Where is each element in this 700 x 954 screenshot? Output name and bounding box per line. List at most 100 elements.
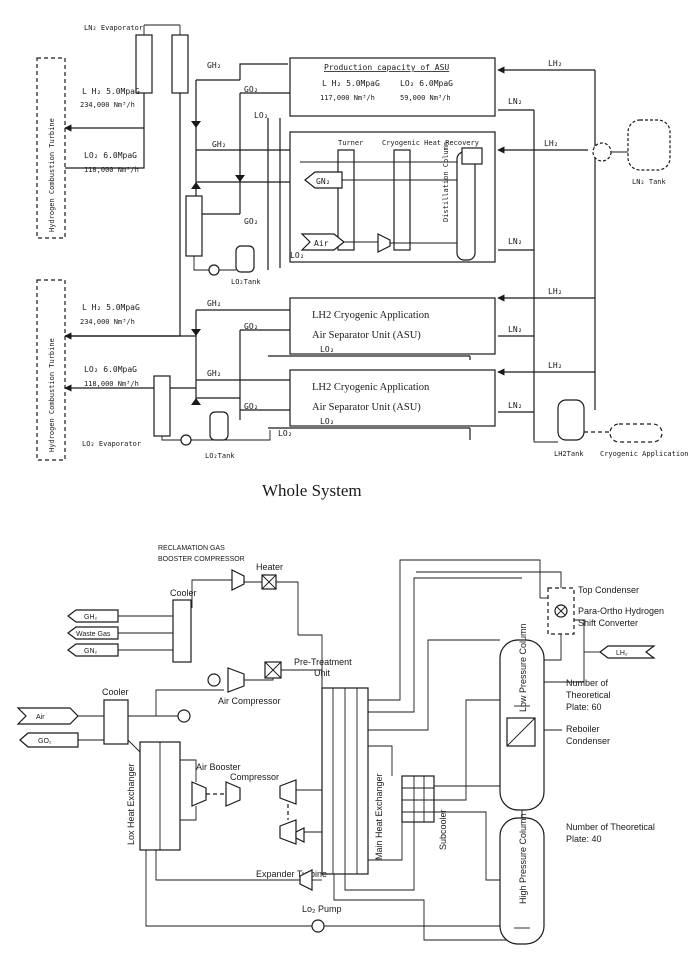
ln2-evaporator-1 [135, 34, 153, 94]
lp-plates-2: Theoretical [566, 690, 611, 700]
gh2-label-2: GH₂ [212, 140, 226, 149]
separator-1 [177, 709, 191, 723]
lo2-tank-label: LO₂Tank [231, 278, 261, 286]
subcooler-label: Subcooler [438, 809, 448, 850]
turbine-1-box [36, 57, 66, 239]
lo2-label-1: LO₂ [254, 111, 268, 120]
top-condenser-label: Top Condenser [578, 585, 639, 595]
para-ortho-label-2: Shift Converter [578, 618, 638, 628]
ln2-evaporator-2 [171, 34, 189, 94]
gn2-out-label: GN₂ [84, 648, 98, 655]
air-label-top: Air [314, 239, 329, 248]
reboiler-label-1: Reboiler [566, 724, 600, 734]
lh2-in-arrow [599, 645, 656, 659]
reclamation-label-2: BOOSTER COMPRESSOR [158, 556, 245, 563]
lo2-1-flow: 118,000 Nm³/h [84, 166, 139, 174]
main-heat-exchanger-label: Main Heat Exchanger [374, 773, 384, 860]
hp-plates-1: Number of Theoretical [566, 822, 655, 832]
expander-turbine [295, 827, 305, 843]
asu-3-line1: LH2 Cryogenic Application [312, 382, 430, 393]
asu-2-line1: LH2 Cryogenic Application [312, 310, 430, 321]
subcooler [401, 775, 435, 823]
cryogenic-application-box [609, 423, 663, 443]
asu-2-box [289, 297, 496, 355]
lh2-label-1: LH₂ [548, 59, 562, 68]
asu-3-box [289, 369, 496, 427]
air-booster-2 [225, 781, 241, 807]
asu-lo2-flow: 59,000 Nm³/h [400, 94, 451, 102]
para-ortho-label-1: Para-Ortho Hydrogen [578, 606, 664, 616]
ln2-tank-label: LN₂ Tank [632, 178, 667, 186]
ln2-pump [592, 142, 612, 162]
ln2-evaporator-label: LN₂ Evaporator [84, 24, 143, 32]
lp-plates-3: Plate: 60 [566, 702, 602, 712]
compressor-label: Compressor [230, 772, 279, 782]
gh2-label-3: GH₂ [207, 299, 221, 308]
expander-turbine-label: Expander Turbine [256, 869, 327, 879]
turbine-1-label: Hydrogen Combustion Turbine [48, 118, 56, 232]
lh2-2-flow: 234,000 Nm³/h [80, 318, 135, 326]
ln2-tank [627, 119, 671, 171]
lh2-label-3: LH₂ [548, 287, 562, 296]
air-booster-1 [191, 781, 207, 807]
lp-plates-1: Number of [566, 678, 609, 688]
asu-1-box [289, 57, 496, 117]
asu-lo2-pressure: LO₂ 6.0MpaG [400, 79, 453, 88]
whole-system-diagram: Hydrogen Combustion Turbine Hydrogen Com… [36, 24, 689, 500]
whole-system-caption: Whole System [262, 481, 362, 500]
go2-label-2: GO₂ [244, 217, 258, 226]
go2-label-1: GO₂ [244, 85, 258, 94]
cryo-heat-recovery-label: Cryogenic Heat Recovery [382, 139, 479, 147]
lo2-1-pressure: LO₂ 6.0MpaG [84, 151, 137, 160]
gh2-out-label: GH₂ [84, 614, 98, 621]
lo2-label-4: LO₂ [320, 417, 334, 426]
reboiler-label-2: Condenser [566, 736, 610, 746]
gh2-label-1: GH₂ [207, 61, 221, 70]
asu-detail-diagram: RECLAMATION GAS BOOSTER COMPRESSOR Heate… [16, 545, 664, 945]
turner-label: Turner [338, 139, 363, 147]
waste-gas-label: Waste Gas [76, 631, 111, 638]
turbine-2-label: Hydrogen Combustion Turbine [48, 338, 56, 452]
lh2-tank-label: LH2Tank [554, 450, 584, 458]
cooler-left [103, 699, 129, 745]
ln2-label-1: LN₂ [508, 97, 522, 106]
lo2-tank-1 [235, 245, 255, 273]
lo2-pump-2 [180, 434, 192, 446]
turner-2 [393, 149, 411, 251]
lo2-evaporator-label: LO₂ Evaporator [82, 440, 141, 448]
lo2-2-flow: 118,000 Nm³/h [84, 380, 139, 388]
ln2-label-3: LN₂ [508, 325, 522, 334]
lo2-evaporator [153, 375, 171, 437]
low-pressure-column-label: Low Pressure Column [518, 623, 528, 712]
lh2-1-flow: 234,000 Nm³/h [80, 101, 135, 109]
asu-lh2-flow: 117,000 Nm³/h [320, 94, 375, 102]
cooler-top-label: Cooler [170, 588, 197, 598]
air-in-label: Air [36, 714, 45, 721]
compressor [279, 779, 297, 805]
lo2-label-2: LO₂ [290, 251, 304, 260]
lh2-tank [557, 399, 585, 441]
go2-label-3: GO₂ [244, 322, 258, 331]
air-arrow [300, 233, 345, 251]
air-booster-label: Air Booster [196, 762, 241, 772]
cooler-top [172, 599, 192, 663]
lo2-tank2-label: LO₂Tank [205, 452, 235, 460]
lo2-evaporator-mid [185, 195, 203, 257]
distillation-column-label: Distillation Column [442, 142, 450, 222]
lh2-in-label: LH₂ [616, 650, 628, 657]
asu-compressor [377, 233, 391, 253]
lo2-label-3: LO₂ [320, 345, 334, 354]
lo2-pump-1 [208, 264, 220, 276]
lh2-1-pressure: L H₂ 5.0MpaG [82, 87, 140, 96]
lo2-tank-2 [209, 411, 229, 441]
cryogenic-application-label: Cryogenic Application [600, 450, 689, 458]
ln2-label-4: LN₂ [508, 401, 522, 410]
gn2-label-top: GN₂ [316, 177, 330, 186]
turner-1 [337, 149, 355, 251]
lh2-label-2: LH₂ [544, 139, 558, 148]
air-in-arrow [16, 707, 79, 725]
high-pressure-column-label: High Pressure Column [518, 813, 528, 904]
gh2-label-4: GH₂ [207, 369, 221, 378]
reclamation-label-1: RECLAMATION GAS [158, 545, 225, 552]
